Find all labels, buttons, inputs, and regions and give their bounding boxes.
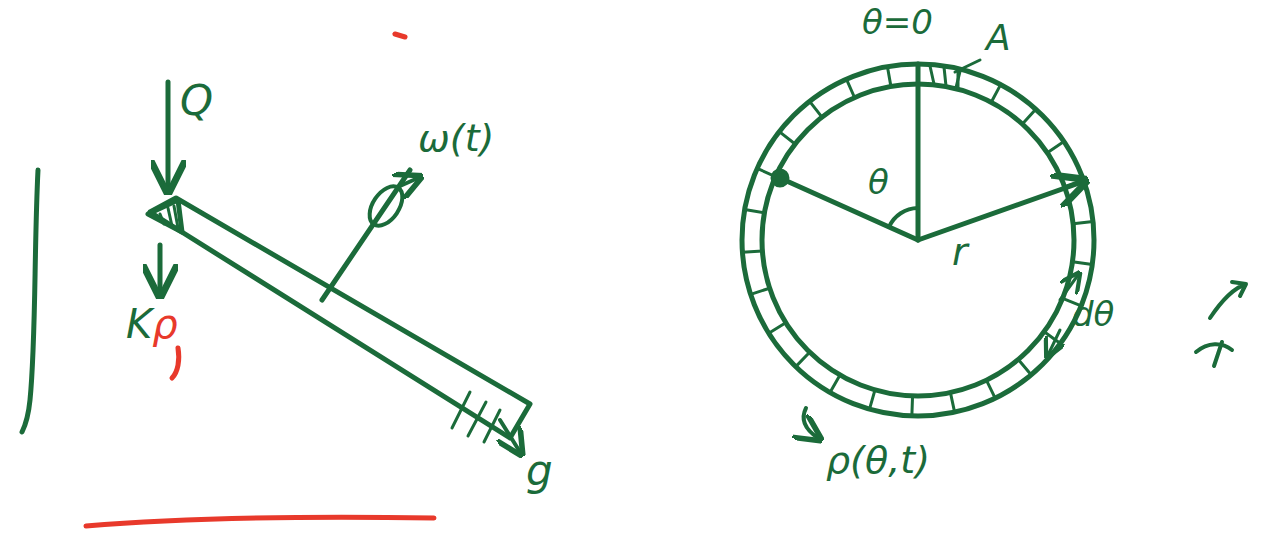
point — [773, 171, 787, 185]
red-underline — [86, 517, 434, 526]
ring-tick — [1018, 360, 1031, 375]
ring-tick — [810, 101, 822, 117]
angular-velocity-label: ω(t) — [418, 118, 494, 160]
ring-tick — [991, 85, 1000, 103]
ring-tick — [846, 79, 854, 97]
density-arrow — [804, 408, 818, 438]
ring-tick — [887, 67, 890, 87]
force-arrow — [166, 82, 171, 188]
hatching — [930, 66, 958, 88]
load-label: Q — [180, 78, 213, 124]
element-label: dθ — [1072, 296, 1114, 333]
ring-tick — [1073, 222, 1093, 224]
density-label: ρ(θ,t) — [826, 440, 930, 482]
ring-tick — [869, 390, 875, 409]
element-arrow — [1048, 330, 1060, 355]
rotation-symbol — [363, 180, 409, 231]
ring-tick — [769, 323, 786, 334]
ring-tick — [1047, 142, 1064, 153]
stiffness-label: Kρ — [126, 302, 178, 346]
angle-label: θ — [868, 164, 889, 201]
leader-line — [955, 60, 980, 72]
ring-ticks — [742, 64, 1093, 416]
ring-tick — [910, 396, 914, 416]
hatching — [160, 206, 178, 228]
ring-tick — [751, 288, 770, 294]
ring-outer — [742, 64, 1094, 416]
rotation-arrow — [400, 178, 418, 186]
gravity-label: g — [526, 448, 553, 494]
reference-line — [916, 64, 921, 240]
red-mark — [172, 348, 179, 378]
ring-tick — [779, 132, 795, 144]
ring-tick — [950, 393, 954, 413]
ring-tick — [986, 380, 995, 398]
force-arrow — [158, 245, 163, 292]
ring-tick — [745, 209, 765, 212]
ring-tick — [742, 251, 762, 252]
radius-label: r — [952, 232, 968, 274]
rotation-axis — [322, 170, 410, 300]
angle-origin-label: θ=0 — [862, 4, 933, 41]
gravity-arrow — [500, 420, 520, 452]
angle-arc — [889, 208, 918, 227]
ring-tick — [1072, 262, 1092, 265]
ring-tick — [1022, 109, 1035, 124]
symbol — [1196, 342, 1232, 366]
hatching — [452, 392, 500, 442]
end-mass — [148, 200, 182, 232]
point-label: A — [986, 18, 1011, 58]
radius-arrow — [918, 182, 1082, 240]
symbol — [1210, 282, 1246, 318]
red-mark — [395, 34, 405, 37]
margin-stroke — [22, 170, 38, 432]
radius-line — [780, 178, 918, 240]
rod — [150, 198, 530, 438]
ring-tick — [796, 352, 810, 366]
ring-tick — [830, 375, 840, 392]
